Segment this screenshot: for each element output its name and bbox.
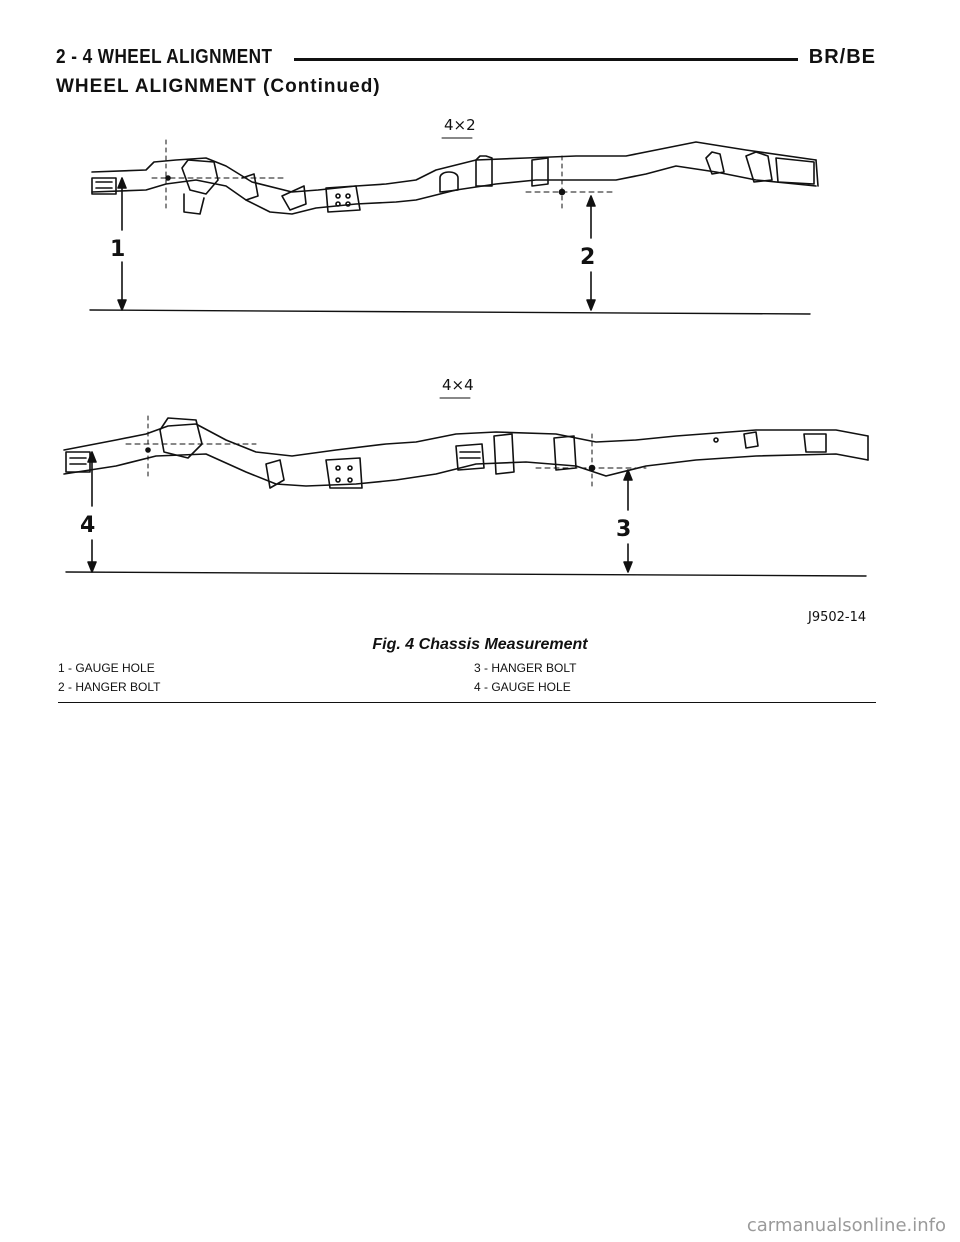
svg-text:3: 3 bbox=[616, 517, 631, 542]
label-4x4: 4×4 bbox=[442, 376, 474, 394]
ground-line-4x4 bbox=[65, 571, 867, 577]
ground-line-4x2 bbox=[89, 309, 811, 315]
svg-text:4: 4 bbox=[80, 513, 95, 538]
watermark: carmanualsonline.info bbox=[746, 1215, 946, 1236]
figure-code: J9502-14 bbox=[807, 610, 866, 625]
callout-2: 2 bbox=[580, 195, 596, 311]
legend-item: 3 - HANGER BOLT bbox=[474, 661, 577, 675]
section-title: WHEEL ALIGNMENT (Continued) bbox=[56, 76, 381, 97]
chassis-figure: 4×2 bbox=[56, 100, 880, 635]
callout-3: 3 bbox=[616, 469, 633, 573]
svg-text:2: 2 bbox=[580, 245, 595, 270]
header-section-label: 2 - 4 WHEEL ALIGNMENT bbox=[56, 46, 273, 68]
callout-4: 4 bbox=[80, 451, 97, 573]
header-model-code: BR/BE bbox=[808, 46, 876, 68]
frame-4x2-drawing bbox=[91, 139, 819, 215]
legend-item: 4 - GAUGE HOLE bbox=[474, 680, 571, 694]
frame-4x4-drawing bbox=[63, 415, 869, 491]
legend-item: 2 - HANGER BOLT bbox=[58, 680, 161, 694]
svg-text:1: 1 bbox=[110, 237, 125, 262]
legend-item: 1 - GAUGE HOLE bbox=[58, 661, 155, 675]
callout-1: 1 bbox=[110, 177, 127, 311]
page-header: 2 - 4 WHEEL ALIGNMENT BR/BE bbox=[56, 46, 876, 74]
figure-caption: Fig. 4 Chassis Measurement bbox=[372, 636, 588, 653]
header-rule bbox=[294, 58, 798, 61]
legend-rule bbox=[58, 702, 876, 703]
label-4x2: 4×2 bbox=[444, 116, 476, 134]
